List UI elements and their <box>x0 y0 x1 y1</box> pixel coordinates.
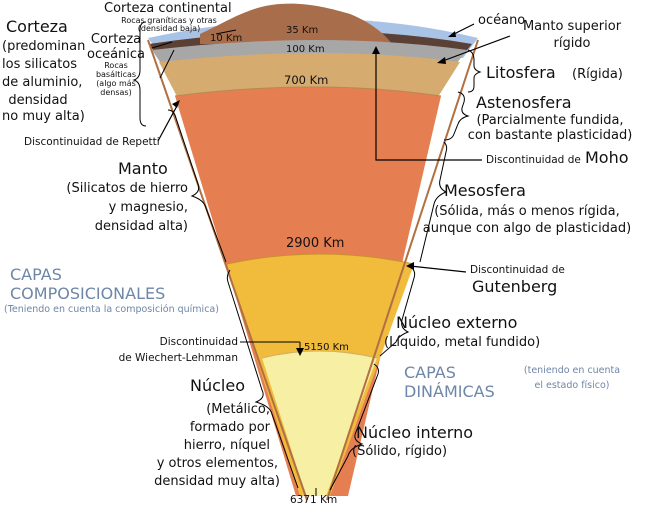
inner-core-layer <box>262 351 377 496</box>
depth-2900km: 2900 Km <box>286 236 345 251</box>
capas-dinamicas-note-1: (teniendo en cuenta <box>523 365 621 376</box>
rocas-graniticas-2: (densidad baja) <box>137 24 201 33</box>
corteza-desc-1: (predominan <box>2 39 86 54</box>
gutenberg-word: Gutenberg <box>472 277 558 296</box>
rocas-basalticas-pointer <box>159 49 175 79</box>
manto-desc-1: (Silicatos de hierro <box>66 181 188 196</box>
rocas-basalticas-3: (algo más <box>96 79 136 88</box>
capas-dinamicas-1: CAPAS <box>404 363 456 382</box>
litosfera-brace <box>467 49 482 93</box>
capas-dinamicas-note-2: el estado físico) <box>534 380 610 391</box>
nucleo-interno-brace <box>329 363 379 491</box>
rocas-basalticas-2: basálticas <box>95 70 137 79</box>
repetti-pointer <box>157 103 179 142</box>
moho-arrowhead <box>372 46 380 54</box>
corteza-oceanica-1: Corteza <box>90 32 142 47</box>
manto-title: Manto <box>118 159 168 178</box>
wiechert-arrowhead <box>296 348 304 356</box>
manto-desc-2: y magnesio, <box>108 200 188 215</box>
nucleo-desc-5: densidad muy alta) <box>154 474 280 489</box>
astenosfera-brace <box>443 91 470 141</box>
depth-6371km: 6371 Km <box>290 494 338 506</box>
moho-word: Moho <box>585 148 629 167</box>
manto-superior-1: Manto superior <box>522 19 622 34</box>
depth-5150km: 5150 Km <box>304 342 349 353</box>
moho-pointer <box>375 52 482 161</box>
gutenberg-arrowhead <box>406 262 414 270</box>
corteza-title: Corteza <box>6 17 68 36</box>
capas-composicionales-1: CAPAS <box>10 265 62 284</box>
nucleo-title: Núcleo <box>190 376 245 395</box>
rocas-basalticas-1: Rocas <box>104 61 128 70</box>
nucleo-desc-3: hierro, níquel <box>183 438 270 453</box>
moho-prefix: Discontinuidad de <box>486 154 581 166</box>
wiechert-label-1: Discontinuidad <box>159 336 238 348</box>
rocas-graniticas-pointer <box>215 29 237 35</box>
boundary-5150 <box>261 350 378 359</box>
nucleo-externo-brace <box>379 267 416 357</box>
capas-composicionales-note: (Teniendo en cuenta la composición quími… <box>4 304 219 315</box>
depth-700km: 700 Km <box>284 73 329 87</box>
nucleo-externo-desc: (Líquido, metal fundido) <box>384 335 541 350</box>
nucleo-interno-desc: (Sólido, rígido) <box>352 444 448 459</box>
depth-100km: 100 Km <box>286 44 325 55</box>
corteza-continental-label: Corteza continental <box>104 1 232 16</box>
astenosfera-title: Astenosfera <box>476 93 572 112</box>
rocas-graniticas-1: Rocas graníticas y otras <box>121 16 217 25</box>
repetti-label: Discontinuidad de Repetti <box>24 136 160 148</box>
mesosfera-brace <box>419 141 448 263</box>
nucleo-desc-1: (Metálico, <box>206 402 270 417</box>
nucleo-interno-title: Núcleo interno <box>356 423 473 442</box>
repetti-arrowhead <box>172 100 180 108</box>
gutenberg-pointer <box>409 265 467 273</box>
nucleo-externo-title: Núcleo externo <box>396 313 518 332</box>
corteza-desc-5: no muy alta) <box>2 109 85 124</box>
corteza-oceanica-pointer <box>151 41 173 49</box>
boundary-700 <box>174 86 442 97</box>
boundary-2900 <box>226 253 415 265</box>
rocas-basalticas-4: densas) <box>100 88 132 97</box>
depth-10km: 10 Km <box>210 33 243 44</box>
wedge-right-edge <box>326 39 479 501</box>
litosfera-title: Litosfera <box>486 63 556 82</box>
continental-crust-bulge <box>200 3 392 44</box>
depth-35km: 35 Km <box>286 25 319 36</box>
manto-superior-2: rígido <box>553 36 591 51</box>
corteza-oceanica-2: oceánica <box>86 47 146 62</box>
oceano-arrowhead <box>448 31 456 37</box>
litosfera-sub: (Rígida) <box>572 67 623 82</box>
astenosfera-desc-1: (Parcialmente fundida, <box>476 113 624 128</box>
manto-superior-pointer <box>439 35 511 63</box>
capas-composicionales-2: COMPOSICIONALES <box>10 284 166 303</box>
gutenberg-prefix: Discontinuidad de <box>470 264 565 276</box>
mesosfera-title: Mesosfera <box>444 181 526 200</box>
mesosfera-desc-2: aunque con algo de plasticidad) <box>422 221 632 236</box>
wedge-left-edge <box>147 39 308 501</box>
corteza-desc-4: densidad <box>8 93 68 108</box>
wiechert-label-2: de Wiechert-Lehmman <box>118 352 238 364</box>
mesosfera-desc-1: (Sólida, más o menos rígida, <box>434 204 620 219</box>
corteza-desc-3: de aluminio, <box>2 75 83 90</box>
nucleo-desc-2: formado por <box>189 420 270 435</box>
manto-superior-arrowhead <box>437 57 446 64</box>
corteza-desc-2: los silicatos <box>2 57 78 72</box>
corteza-brace <box>132 21 147 127</box>
capas-dinamicas-2: DINÁMICAS <box>404 382 495 401</box>
astenosfera-desc-2: con bastante plasticidad) <box>467 128 633 143</box>
nucleo-brace <box>226 269 299 489</box>
manto-desc-3: densidad alta) <box>94 219 188 234</box>
nucleo-desc-4: y otros elementos, <box>156 456 278 471</box>
oceano-label: océano <box>478 13 526 28</box>
